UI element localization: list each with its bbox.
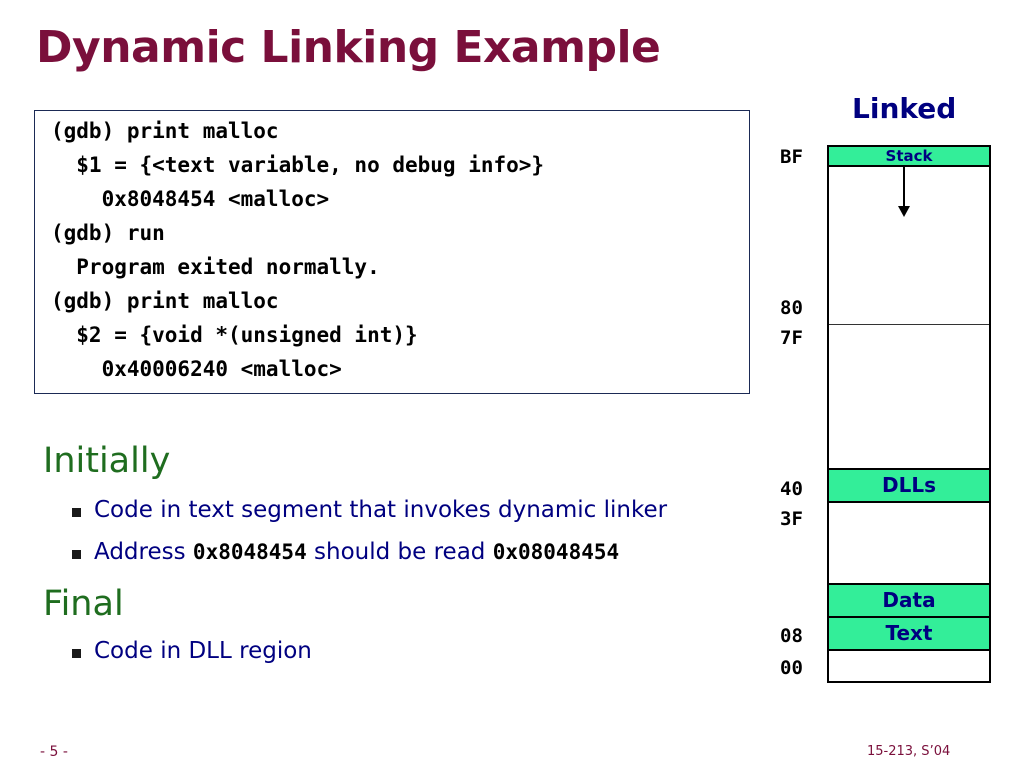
code-line-6: (gdb) print malloc xyxy=(51,289,279,313)
address-label-bf: BF xyxy=(780,146,803,168)
code-line-7: $2 = {void *(unsigned int)} xyxy=(51,323,418,347)
address-label-00: 00 xyxy=(780,657,803,679)
arrow-down-icon xyxy=(898,206,910,217)
address-label-80: 80 xyxy=(780,297,803,319)
bullet-text: Code in DLL region xyxy=(94,638,312,664)
slide-title: Dynamic Linking Example xyxy=(36,22,661,73)
segment-text: Text xyxy=(829,616,989,651)
bullet-text-pre: Address xyxy=(94,539,193,565)
address-code-2: 0x08048454 xyxy=(492,540,620,564)
bullet-square-icon xyxy=(72,649,81,658)
bullet-square-icon xyxy=(72,508,81,517)
segment-data: Data xyxy=(829,583,989,618)
gdb-code-box: (gdb) print malloc $1 = {<text variable,… xyxy=(34,110,750,394)
code-line-5: Program exited normally. xyxy=(51,255,380,279)
bullet-text: Code in text segment that invokes dynami… xyxy=(94,497,668,523)
address-label-08: 08 xyxy=(780,625,803,647)
address-label-7f: 7F xyxy=(780,327,803,349)
memory-map-title: Linked xyxy=(852,92,957,125)
address-label-3f: 3F xyxy=(780,508,803,530)
page-number: - 5 - xyxy=(40,744,68,760)
code-line-8: 0x40006240 <malloc> xyxy=(51,357,342,381)
bullet-text-mid: should be read xyxy=(306,539,493,565)
code-line-3: 0x8048454 <malloc> xyxy=(51,187,330,211)
bullet-square-icon xyxy=(72,550,81,559)
stack-growth-arrow xyxy=(903,166,905,208)
address-label-40: 40 xyxy=(780,478,803,500)
code-line-4: (gdb) run xyxy=(51,221,165,245)
address-code-1: 0x8048454 xyxy=(192,540,307,564)
code-line-2: $1 = {<text variable, no debug info>} xyxy=(51,153,545,177)
segment-stack: Stack xyxy=(829,145,989,167)
segment-dlls: DLLs xyxy=(829,468,989,503)
course-label: 15-213, S’04 xyxy=(867,744,951,759)
heading-final: Final xyxy=(43,584,124,624)
memory-divider xyxy=(829,324,989,325)
code-line-1: (gdb) print malloc xyxy=(51,119,279,143)
heading-initially: Initially xyxy=(43,441,171,481)
bullet-text: Address 0x8048454 should be read 0x08048… xyxy=(94,539,619,565)
memory-map: Stack DLLs Data Text xyxy=(827,145,991,683)
